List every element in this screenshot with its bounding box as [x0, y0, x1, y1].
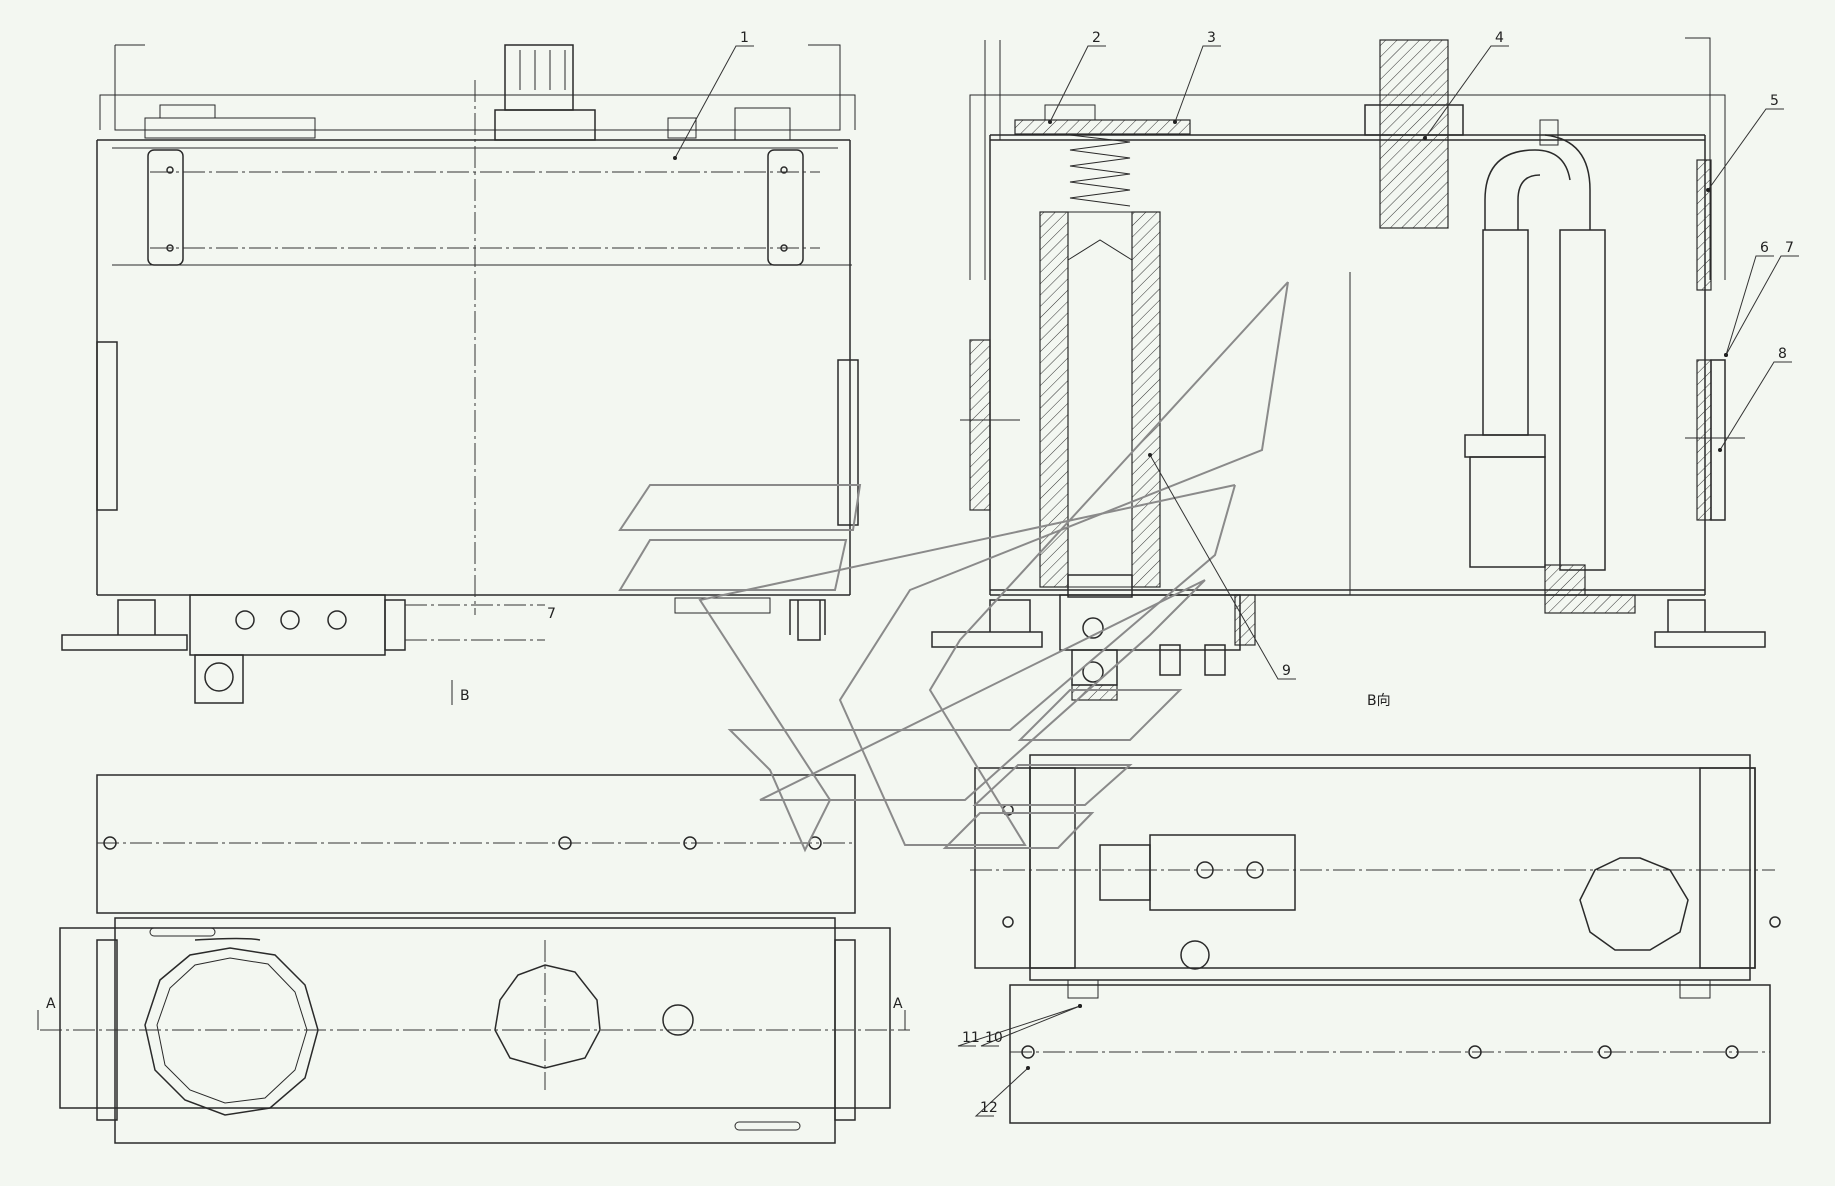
leader-dot [1718, 448, 1722, 452]
part-label-1: 1 [673, 30, 754, 160]
part-number: 9 [1282, 663, 1291, 679]
leader-line [674, 45, 754, 159]
leader-line [980, 1005, 1081, 1047]
leader-line [957, 1005, 1081, 1047]
view-label-b: B [460, 688, 470, 704]
leader-dot [1026, 1066, 1030, 1070]
leader-dot [1148, 453, 1152, 457]
leader-dot [1048, 120, 1052, 124]
part-number: 4 [1495, 30, 1504, 46]
part-label-7: 7 [1724, 240, 1799, 357]
side-view [970, 754, 1781, 1124]
break-mark-label: 7 [547, 606, 556, 622]
part-number: 6 [1760, 240, 1769, 256]
part-number: 10 [985, 1030, 1003, 1046]
leader-line [1719, 361, 1792, 451]
view-label-a-left: A [46, 996, 56, 1012]
part-number: 5 [1770, 93, 1779, 109]
part-label-12: 12 [974, 1066, 1030, 1117]
leader-dot [673, 156, 677, 160]
front-view [61, 44, 859, 705]
filter-cylinder-left [1039, 211, 1069, 588]
part-number: 8 [1778, 346, 1787, 362]
leader-line [1424, 45, 1509, 139]
leader-dot [1423, 136, 1427, 140]
filler-cap [504, 44, 574, 111]
leader-line [1725, 255, 1774, 356]
top-view [40, 774, 910, 1144]
view-label-b-direction: B向 [1367, 693, 1391, 709]
part-label-6: 6 [1724, 240, 1774, 357]
part-label-2: 2 [1048, 30, 1106, 124]
filter-cylinder-right [1131, 211, 1161, 588]
filler-neck [1379, 39, 1449, 229]
part-number: 3 [1207, 30, 1216, 46]
leader-line [1149, 454, 1296, 680]
leader-line [1049, 45, 1106, 123]
leader-dot [1724, 353, 1728, 357]
part-label-5: 5 [1706, 93, 1784, 192]
view-label-a-right: A [893, 996, 903, 1012]
leader-dot [1706, 188, 1710, 192]
part-number: 2 [1092, 30, 1101, 46]
part-label-11: 11 [957, 1004, 1082, 1047]
part-number: 11 [962, 1030, 980, 1046]
leader-line [974, 1067, 1029, 1117]
part-number: 1 [740, 30, 749, 46]
leader-line [1707, 108, 1784, 191]
part-number: 7 [1785, 240, 1794, 256]
part-label-9: 9 [1148, 453, 1296, 680]
leader-dot [1078, 1004, 1082, 1008]
part-label-4: 4 [1423, 30, 1509, 140]
leader-line [1174, 45, 1221, 123]
section-view-b [931, 37, 1766, 701]
part-number: 12 [980, 1100, 998, 1116]
leader-dot [1173, 120, 1177, 124]
leader-line [1725, 255, 1799, 356]
part-label-3: 3 [1173, 30, 1221, 124]
part-label-8: 8 [1718, 346, 1792, 452]
watermark-logo [618, 281, 1289, 853]
